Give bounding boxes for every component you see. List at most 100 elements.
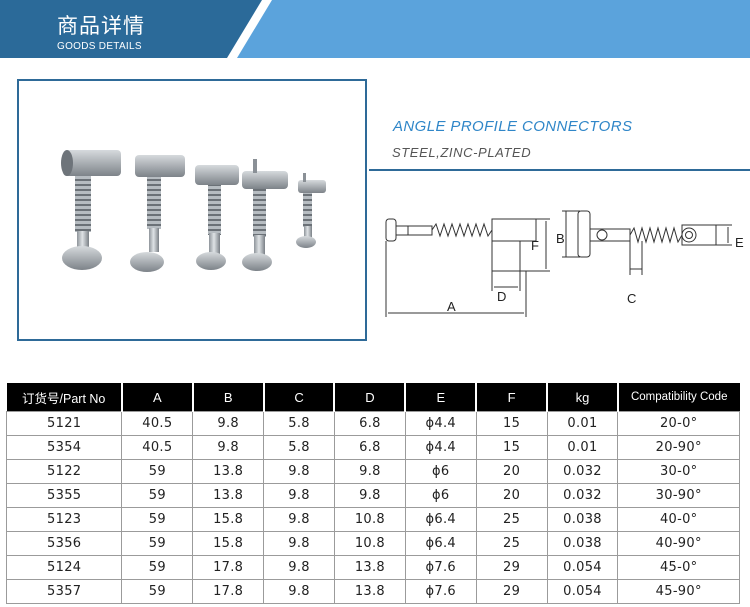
cell-c: 9.8 — [263, 579, 335, 604]
cell-compatibility: 40-90° — [617, 531, 740, 556]
cell-f: 15 — [475, 435, 548, 460]
column-header-compatibility: Compatibility Code — [616, 383, 740, 412]
column-header-c: C — [262, 383, 335, 412]
cell-b: 17.8 — [192, 555, 265, 580]
cell-compatibility: 20-0° — [617, 411, 740, 436]
cell-d: 10.8 — [333, 531, 406, 556]
cell-d: 10.8 — [333, 507, 406, 532]
cell-e: ϕ4.4 — [404, 411, 477, 436]
cell-compatibility: 45-90° — [617, 579, 740, 604]
column-header-d: D — [333, 383, 406, 412]
table-row: 5124 59 17.8 9.8 13.8 ϕ7.6 29 0.054 45-0… — [5, 555, 740, 580]
cell-f: 29 — [475, 555, 548, 580]
cell-part-no: 5357 — [5, 579, 123, 604]
title-divider — [369, 169, 750, 171]
cell-compatibility: 20-90° — [617, 435, 740, 460]
cell-e: ϕ6.4 — [404, 507, 477, 532]
cell-b: 13.8 — [192, 459, 265, 484]
spec-table: 订货号/Part No A B C D E F kg Compatibility… — [5, 383, 740, 604]
cell-f: 29 — [475, 579, 548, 604]
cell-part-no: 5121 — [5, 411, 123, 436]
column-header-a: A — [120, 383, 193, 412]
cell-e: ϕ6.4 — [404, 531, 477, 556]
table-row: 5356 59 15.8 9.8 10.8 ϕ6.4 25 0.038 40-9… — [5, 531, 740, 556]
cell-a: 59 — [121, 507, 194, 532]
cell-kg: 0.038 — [546, 507, 619, 532]
cell-c: 9.8 — [263, 483, 335, 508]
cell-kg: 0.038 — [546, 531, 619, 556]
column-header-part-no: 订货号/Part No — [6, 383, 122, 412]
table-row: 5354 40.5 9.8 5.8 6.8 ϕ4.4 15 0.01 20-90… — [5, 435, 740, 460]
cell-kg: 0.01 — [546, 435, 619, 460]
cell-a: 40.5 — [121, 435, 194, 460]
header-banner-graphic — [0, 0, 750, 58]
table-row: 5355 59 13.8 9.8 9.8 ϕ6 20 0.032 30-90° — [5, 483, 740, 508]
cell-kg: 0.054 — [546, 579, 619, 604]
product-photo — [17, 79, 367, 341]
dim-label-c: C — [627, 291, 636, 306]
dim-label-a: A — [447, 299, 456, 314]
cell-d: 6.8 — [333, 411, 406, 436]
cell-compatibility: 30-90° — [617, 483, 740, 508]
front-view-drawing: B C E — [556, 210, 744, 306]
cell-f: 25 — [475, 531, 548, 556]
cell-c: 9.8 — [263, 555, 335, 580]
cell-d: 13.8 — [333, 579, 406, 604]
cell-kg: 0.01 — [546, 411, 619, 436]
dim-label-f: F — [531, 238, 539, 253]
cell-part-no: 5356 — [5, 531, 123, 556]
cell-b: 15.8 — [192, 531, 265, 556]
cell-f: 20 — [475, 483, 548, 508]
table-header-row: 订货号/Part No A B C D E F kg Compatibility… — [6, 383, 740, 412]
cell-c: 9.8 — [263, 507, 335, 532]
cell-e: ϕ4.4 — [404, 435, 477, 460]
cell-b: 15.8 — [192, 507, 265, 532]
header-banner: 商品详情 GOODS DETAILS — [0, 0, 750, 58]
cell-compatibility: 30-0° — [617, 459, 740, 484]
cell-a: 40.5 — [121, 411, 194, 436]
cell-part-no: 5355 — [5, 483, 123, 508]
cell-f: 20 — [475, 459, 548, 484]
cell-d: 6.8 — [333, 435, 406, 460]
column-header-e: E — [404, 383, 477, 412]
cell-c: 5.8 — [263, 411, 335, 436]
product-title: ANGLE PROFILE CONNECTORS — [393, 118, 633, 135]
column-header-f: F — [475, 383, 548, 412]
dim-label-e: E — [735, 235, 744, 250]
connector-photo-4 — [242, 159, 288, 271]
column-header-kg: kg — [546, 383, 618, 412]
cell-c: 9.8 — [263, 531, 335, 556]
cell-compatibility: 40-0° — [617, 507, 740, 532]
cell-part-no: 5122 — [5, 459, 123, 484]
cell-a: 59 — [121, 579, 194, 604]
cell-part-no: 5123 — [5, 507, 123, 532]
cell-b: 13.8 — [192, 483, 265, 508]
product-material: STEEL,ZINC-PLATED — [392, 145, 532, 160]
section-title: 商品详情 — [57, 14, 145, 38]
cell-e: ϕ6 — [404, 459, 477, 484]
table-row: 5123 59 15.8 9.8 10.8 ϕ6.4 25 0.038 40-0… — [5, 507, 740, 532]
table-row: 5122 59 13.8 9.8 9.8 ϕ6 20 0.032 30-0° — [5, 459, 740, 484]
cell-e: ϕ6 — [404, 483, 477, 508]
table-row: 5357 59 17.8 9.8 13.8 ϕ7.6 29 0.054 45-9… — [5, 579, 740, 604]
cell-a: 59 — [121, 459, 194, 484]
cell-c: 9.8 — [263, 459, 335, 484]
connector-photo-5 — [296, 173, 326, 248]
cell-b: 9.8 — [192, 411, 265, 436]
cell-c: 5.8 — [263, 435, 335, 460]
section-subtitle: GOODS DETAILS — [57, 41, 142, 52]
cell-d: 9.8 — [333, 483, 406, 508]
dim-label-b: B — [556, 231, 565, 246]
cell-f: 15 — [475, 411, 548, 436]
technical-drawing: F D A B C E — [380, 205, 750, 330]
connector-photo-2 — [130, 155, 185, 272]
cell-compatibility: 45-0° — [617, 555, 740, 580]
cell-d: 13.8 — [333, 555, 406, 580]
cell-e: ϕ7.6 — [404, 579, 477, 604]
cell-a: 59 — [121, 555, 194, 580]
cell-b: 9.8 — [192, 435, 265, 460]
column-header-b: B — [191, 383, 264, 412]
cell-e: ϕ7.6 — [404, 555, 477, 580]
cell-a: 59 — [121, 531, 194, 556]
cell-part-no: 5354 — [5, 435, 123, 460]
